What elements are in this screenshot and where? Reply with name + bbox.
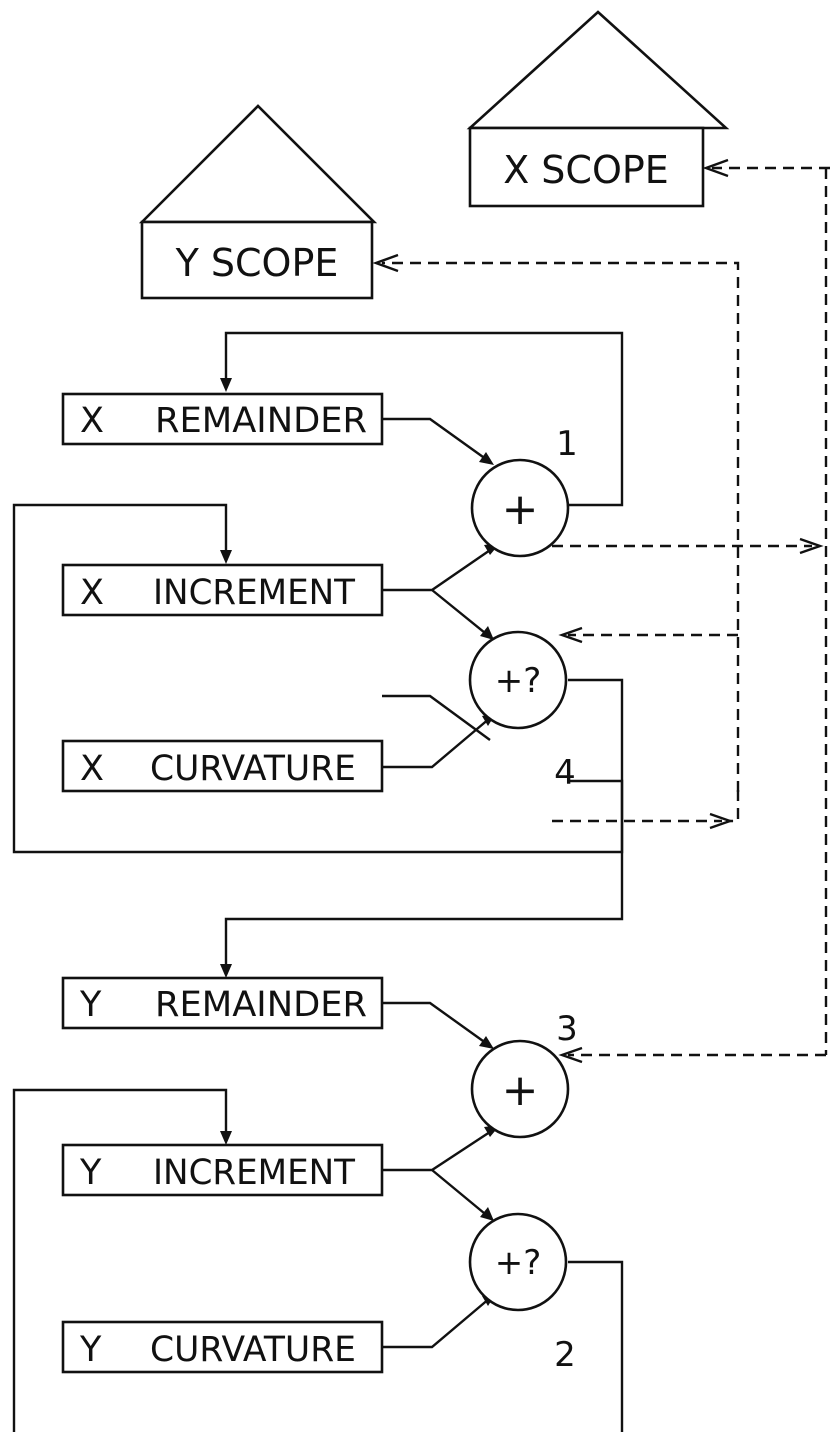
adder-3-symbol: + (502, 1065, 539, 1116)
wire-x-curvature-out (382, 717, 491, 769)
x-curvature-register: X CURVATURE (61, 739, 384, 793)
adder4-in-arrowhead (558, 626, 583, 644)
adder-4-circle (468, 630, 568, 730)
arrow-y-remainder-in (220, 964, 232, 978)
wire-adder4-feedback (12, 503, 624, 854)
x-scope-box (468, 126, 705, 208)
x-curvature-box (61, 739, 384, 793)
x-scope: X SCOPE (466, 10, 730, 208)
x-remainder-name: REMAINDER (155, 401, 367, 441)
x-scope-arrowhead (702, 158, 729, 178)
y-remainder-axis: Y (79, 985, 102, 1025)
arrow-x-remainder-in (220, 378, 232, 392)
adder-2-circle (468, 1212, 568, 1312)
arrow-adder2-in-a (480, 1207, 494, 1221)
adder-3: + 3 (470, 1009, 578, 1139)
y-increment-register: Y INCREMENT (61, 1143, 384, 1197)
arrow-adder4-in-a (480, 626, 494, 640)
adder-2-number: 2 (554, 1335, 576, 1375)
wire-x-remainder-out (382, 417, 491, 463)
y-increment-box (61, 1143, 384, 1197)
x-increment-box (61, 563, 384, 617)
dash-y-scope (382, 261, 740, 792)
y-scope-label: Y SCOPE (175, 241, 339, 285)
wire-adder1-feedback (224, 331, 624, 507)
dash-mid-join (726, 790, 740, 823)
wire-y-remainder-out-2 (382, 1001, 491, 1047)
x-increment-register: X INCREMENT (61, 563, 384, 617)
x-increment-axis: X (80, 573, 104, 613)
x-remainder-register: X REMAINDER (61, 392, 384, 446)
x-scope-label: X SCOPE (503, 148, 669, 192)
adder1-out-arrowhead (799, 537, 824, 555)
adder2-in-arrowhead (558, 1046, 583, 1064)
y-curvature-register: Y CURVATURE (61, 1320, 384, 1374)
adder-3-number: 3 (556, 1009, 578, 1049)
arrow-x-increment-in (220, 550, 232, 564)
dashed-lines (372, 158, 830, 1064)
adder-2-symbol: +? (495, 1243, 542, 1283)
y-scope-roof (138, 104, 378, 224)
adder-4-symbol: +? (495, 661, 542, 701)
y-curvature-name: CURVATURE (150, 1330, 356, 1370)
arrow-adder3-in-a (479, 1036, 494, 1049)
adder-1-number: 1 (556, 424, 578, 464)
adder-1-circle (470, 458, 570, 558)
y-remainder-register: Y REMAINDER (61, 976, 384, 1030)
adder-4: +? 4 (468, 630, 576, 793)
y-increment-axis: Y (79, 1153, 102, 1193)
x-curvature-name: CURVATURE (150, 749, 356, 789)
adder-1-symbol: + (502, 484, 539, 535)
y-scope-box (140, 220, 374, 300)
y-section-wires (12, 694, 624, 1432)
y-increment-name: INCREMENT (153, 1153, 356, 1193)
x-increment-name: INCREMENT (153, 573, 356, 613)
y-scope: Y SCOPE (138, 104, 378, 300)
wire-y-remainder-out (382, 694, 491, 741)
y-curvature-box (61, 1320, 384, 1374)
y-scope-arrowhead (372, 253, 399, 273)
wire-adder3-feedback (224, 779, 624, 971)
wire-y-increment-out (382, 1126, 497, 1219)
wire-y-curvature-out (382, 1297, 491, 1349)
x-remainder-axis: X (80, 401, 104, 441)
adder-2: +? 2 (468, 1212, 576, 1375)
arrow-adder1-in-a (479, 452, 494, 465)
adder-3-circle (470, 1039, 570, 1139)
adder-4-number: 4 (554, 753, 576, 793)
wire-x-increment-out (382, 545, 497, 638)
arrow-y-increment-in (220, 1131, 232, 1145)
x-remainder-box (61, 392, 384, 446)
y-curvature-axis: Y (79, 1330, 102, 1370)
y-remainder-name: REMAINDER (155, 985, 367, 1025)
x-curvature-axis: X (80, 749, 104, 789)
y-remainder-box (61, 976, 384, 1030)
wire-adder2-feedback (12, 1088, 624, 1432)
x-scope-roof (466, 10, 730, 130)
adder-1: + 1 (470, 424, 578, 558)
